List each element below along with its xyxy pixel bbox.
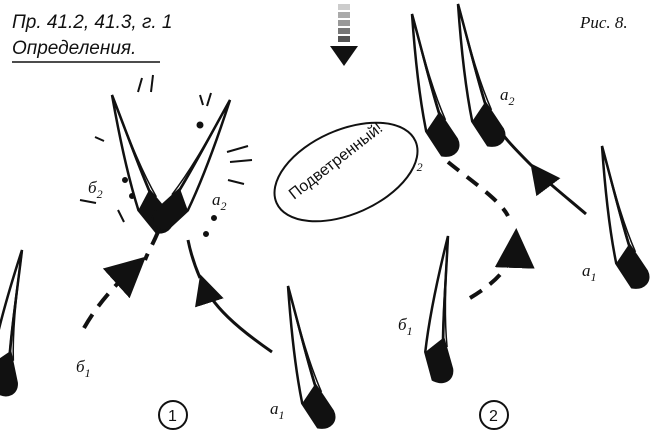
path-lead-b1-scene1 (143, 231, 160, 261)
label-b1-scene1: б1 (76, 357, 91, 380)
label-a1-scene2: а1 (582, 261, 597, 284)
path-arrow-b1-scene1 (82, 256, 146, 329)
section-title: Определения. (12, 38, 136, 59)
boat-b1-scene1 (0, 248, 59, 400)
scene-number-2: 2 (489, 408, 498, 425)
scene-1: б2 а2 б1 а1 1 (0, 74, 337, 431)
leeward-callout: Подветренный! (273, 120, 419, 223)
reference-text: Пр. 41.2, 41.3, г. 1 (12, 12, 172, 33)
boat-a2-scene2 (456, 0, 507, 149)
boat-a1-scene1 (286, 282, 337, 431)
label-b1-scene2: б1 (398, 315, 413, 338)
label-a2-scene2: а2 (500, 85, 515, 108)
boat-a2-scene1 (149, 87, 232, 238)
scene-number-1: 1 (168, 408, 177, 425)
label-a2-scene1: а2 (212, 190, 227, 213)
path-lead-b1-scene2 (446, 160, 510, 218)
scene-number-2-circle (479, 400, 509, 430)
boat-b2-scene2 (410, 10, 461, 159)
path-lead-a1-scene1 (186, 239, 202, 279)
boat-a1-scene2 (600, 142, 651, 291)
figure-label: Рис. 8. (579, 13, 628, 32)
scene-2: б2 а2 Подветренный! а1 (273, 0, 651, 430)
label-b2-scene1: б2 (88, 178, 103, 201)
path-arrow-b1-scene2 (468, 228, 535, 300)
path-arrow-a1-scene1 (195, 274, 273, 354)
path-lead-a1-scene2 (502, 135, 534, 168)
wind-arrow-icon (330, 4, 358, 66)
label-a1-scene1: а1 (270, 399, 285, 422)
scene-number-1-circle (158, 400, 188, 430)
impact-burst (79, 74, 253, 237)
path-arrow-a1-scene2 (530, 163, 587, 216)
boat-b1-scene2 (412, 234, 486, 386)
